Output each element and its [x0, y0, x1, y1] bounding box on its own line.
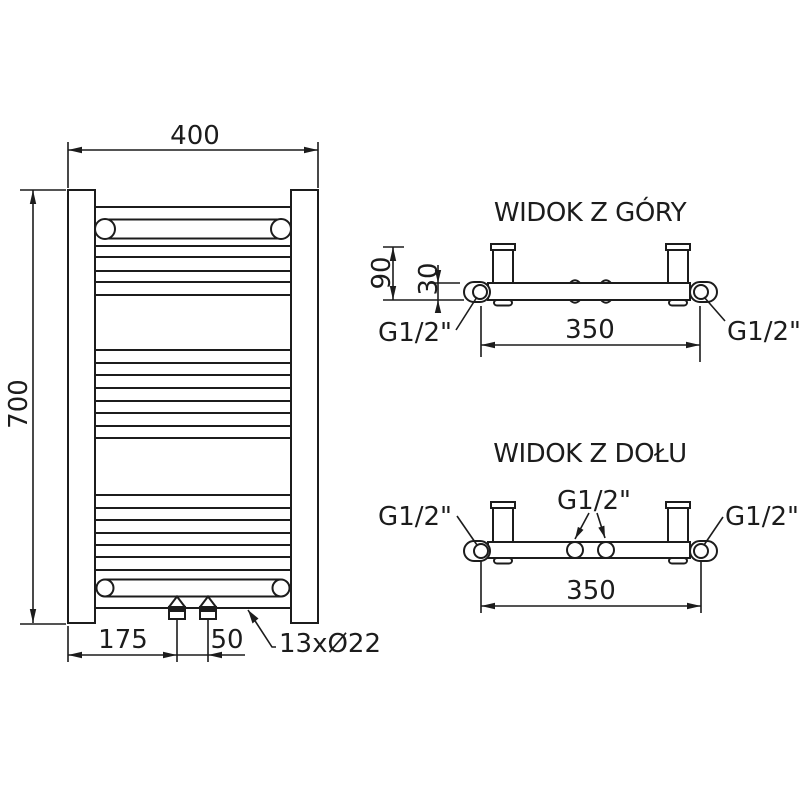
arrowhead [68, 651, 82, 659]
thread-label-left: G1/2" [378, 502, 478, 546]
dim-rail-depth: 30 [414, 262, 460, 313]
rail-profile [487, 282, 691, 301]
arrowhead [163, 651, 177, 659]
top-view: WIDOK Z GÓRY 90 [367, 196, 800, 362]
front-view: 400 700 [4, 121, 381, 662]
valve-band [200, 607, 216, 612]
dim-valve-offset: 175 50 [67, 625, 245, 662]
arrowhead [686, 341, 700, 349]
thread-hole-left [472, 284, 488, 300]
arrowhead [248, 610, 259, 624]
dim-rail-depth-text: 30 [414, 262, 444, 295]
dim-total-depth: 90 [367, 246, 464, 301]
wall-bracket-left [492, 507, 514, 543]
wall-bracket-left-cap [490, 243, 516, 251]
thread-label-right: G1/2" [703, 296, 800, 347]
wall-bracket-left-cap [490, 501, 516, 509]
arrowhead [434, 300, 442, 313]
dim-total-depth-text: 90 [367, 256, 397, 289]
mounting-circle-left [95, 578, 115, 598]
dim-height-text: 700 [4, 379, 34, 429]
dim-connection-spacing-text: 350 [566, 576, 616, 606]
arrowhead [304, 146, 318, 154]
dim-width-text: 400 [170, 121, 220, 151]
arrowhead [29, 190, 37, 204]
arrowhead [29, 609, 37, 623]
dim-height: 700 [4, 189, 66, 625]
thread-hole-right [693, 284, 709, 300]
bracket-foot-left [493, 557, 513, 565]
dim-width: 400 [67, 121, 319, 188]
bracket-foot-left [493, 299, 513, 307]
arrowhead [389, 247, 397, 261]
thread-label-center: G1/2" [557, 486, 631, 540]
thread-label-center-text: G1/2" [557, 486, 631, 516]
wall-bracket-right-cap [665, 243, 691, 251]
top-hanger-bar [94, 218, 292, 240]
leader-line [455, 296, 478, 331]
wall-bracket-right-cap [665, 501, 691, 509]
tube-note: 13xØ22 [247, 609, 381, 659]
mounting-circle-right [271, 578, 291, 598]
arrowhead [481, 602, 495, 610]
thread-label-left: G1/2" [378, 296, 478, 348]
extension-lines [480, 560, 702, 613]
valve-cone [197, 594, 219, 608]
arrowhead [68, 146, 82, 154]
arrowhead [389, 286, 397, 300]
dim-connection-spacing: 350 [480, 306, 701, 362]
mounting-circle-left [94, 218, 116, 240]
leader-line [247, 609, 276, 648]
extension-lines [480, 306, 701, 362]
wall-bracket-right [667, 507, 689, 543]
wall-bracket-left [492, 248, 514, 284]
valve-cone [166, 594, 188, 608]
bottom-view-title: WIDOK Z DOŁU [493, 439, 686, 469]
valve-left [166, 594, 188, 662]
thread-label-right-text: G1/2" [725, 502, 799, 532]
rail-profile [487, 541, 691, 559]
left-collector [67, 189, 96, 624]
thread-label-right: G1/2" [703, 502, 799, 546]
hanger-bar-lines [105, 578, 281, 598]
dim-valve-offset-text: 175 [98, 625, 148, 655]
mounting-circle-right [270, 218, 292, 240]
leader-line [703, 516, 724, 546]
thread-hole-left [473, 543, 489, 559]
bracket-foot-right [668, 557, 688, 565]
thread-hole-right [693, 543, 709, 559]
dim-valve-spacing-text: 50 [210, 625, 243, 655]
thread-hole-center-left [566, 541, 584, 559]
dim-height-extension-lines [20, 189, 66, 625]
leader-line [456, 515, 478, 546]
bottom-hanger-bar [95, 578, 291, 598]
thread-label-left-text: G1/2" [378, 318, 452, 348]
thread-hole-center-right [597, 541, 615, 559]
connection-bumps-bottom [569, 299, 612, 304]
hanger-bar-lines [105, 218, 281, 240]
leader-line [703, 296, 726, 322]
right-collector [290, 189, 319, 624]
leader-lines [574, 512, 606, 540]
arrowhead [481, 341, 495, 349]
bracket-foot-right [668, 299, 688, 307]
arrowhead [598, 525, 605, 538]
dim-connection-spacing: 350 [480, 560, 702, 613]
top-view-title: WIDOK Z GÓRY [494, 196, 687, 228]
thread-label-right-text: G1/2" [727, 317, 800, 347]
tube-note-text: 13xØ22 [279, 629, 381, 659]
valve-band [169, 607, 185, 612]
arrowhead [687, 602, 701, 610]
wall-bracket-right [667, 248, 689, 284]
tube-lines [95, 206, 291, 609]
arrowhead [208, 651, 222, 659]
thread-label-left-text: G1/2" [378, 502, 452, 532]
bottom-view: WIDOK Z DOŁU G1/2" G1/2" [378, 439, 799, 613]
dim-connection-spacing-text: 350 [565, 315, 615, 345]
arrowhead [575, 526, 584, 539]
arrowhead [434, 270, 442, 283]
